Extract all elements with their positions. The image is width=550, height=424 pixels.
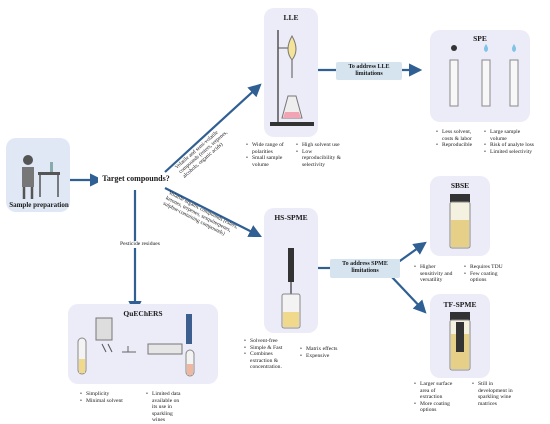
lab-worker-icon	[22, 155, 60, 199]
spe-cartridges-icon	[449, 44, 519, 107]
arrow-to-tf-spme	[389, 274, 427, 314]
hs-spme-title: HS-SPME	[274, 213, 308, 222]
arrow-to-hs-spme	[164, 187, 262, 237]
lle-title: LLE	[283, 13, 299, 22]
tf-spme-vial-icon	[449, 312, 471, 371]
lle-pros: Wide range ofpolaritiesSmall samplevolum…	[246, 142, 298, 168]
arrow-to-lle	[164, 83, 262, 173]
quechers-pros: SimplicityMinimal solvent	[80, 391, 140, 404]
hs-spme-cons: Matrix effectsExpensive	[300, 346, 356, 359]
lle-cons: High solvent useLowreproducibility &sele…	[296, 142, 352, 168]
branch-label-lower: Pesticide residues	[110, 241, 170, 248]
spe-panel	[430, 30, 530, 122]
sbse-panel	[430, 176, 490, 256]
tf-spme-panel	[430, 294, 490, 378]
spme-fiber-icon	[281, 248, 301, 329]
quechers-title: QuEChERS	[123, 309, 163, 318]
sample-preparation-label: Sample preparation	[9, 201, 69, 209]
hs-spme-panel	[264, 208, 318, 333]
sbse-vial-icon	[449, 194, 471, 249]
lle-panel	[264, 8, 318, 137]
quechers-workflow-icon	[77, 314, 195, 377]
spe-pros: Less solvent,costs & laborReproducible	[436, 129, 486, 149]
quechers-panel	[68, 304, 218, 384]
separatory-funnel-icon	[270, 30, 314, 126]
target-compounds-label: Target compounds?	[98, 174, 174, 183]
sbse-title: SBSE	[450, 181, 470, 190]
tf-spme-title: TF-SPME	[443, 300, 477, 309]
spe-cons: Large samplevolumeRisk of analyte lossLi…	[484, 129, 550, 155]
sample-preparation-panel	[6, 138, 70, 212]
spe-title: SPE	[473, 34, 487, 43]
hs-spme-pros: Solvent-freeSimple & FastCombinesextract…	[244, 338, 298, 371]
